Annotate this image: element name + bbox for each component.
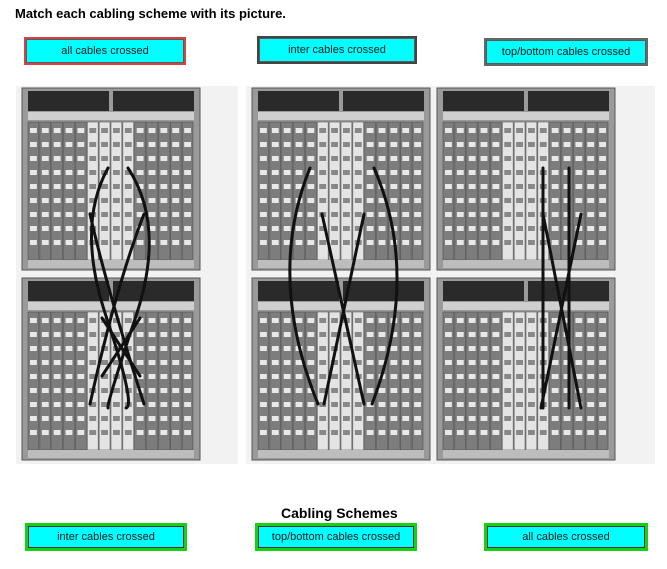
switch-illustration-1	[21, 87, 201, 461]
cable-a	[288, 166, 320, 406]
cable-b	[370, 166, 399, 406]
cable-c	[88, 212, 146, 406]
choice-inter-cables-crossed[interactable]: inter cables crossed	[25, 523, 187, 551]
bottom-chassis	[436, 277, 616, 461]
top-chassis	[436, 87, 616, 271]
drop-target-2[interactable]: inter cables crossed	[257, 36, 417, 64]
cable-b	[106, 166, 151, 410]
cable-f	[100, 316, 142, 378]
bottom-chassis	[251, 277, 431, 461]
cabling-schemes-title: Cabling Schemes	[281, 505, 398, 521]
instruction-heading: Match each cabling scheme with its pictu…	[15, 6, 286, 21]
cable-d	[322, 212, 366, 406]
cable-d	[88, 212, 146, 406]
switch-picture-3	[431, 86, 655, 464]
switch-illustration-3	[436, 87, 616, 461]
choice-all-cables-crossed[interactable]: all cables crossed	[484, 523, 648, 551]
switch-picture-1	[16, 86, 238, 464]
switch-illustration-2	[251, 87, 431, 461]
top-chassis	[21, 87, 201, 271]
cable-d	[539, 212, 583, 410]
drop-target-3[interactable]: top/bottom cables crossed	[484, 38, 648, 66]
cable-a	[90, 166, 130, 410]
bottom-chassis	[21, 277, 201, 461]
top-chassis	[251, 87, 431, 271]
choice-top-bottom-cables-crossed[interactable]: top/bottom cables crossed	[255, 523, 417, 551]
drop-target-1[interactable]: all cables crossed	[24, 37, 186, 65]
